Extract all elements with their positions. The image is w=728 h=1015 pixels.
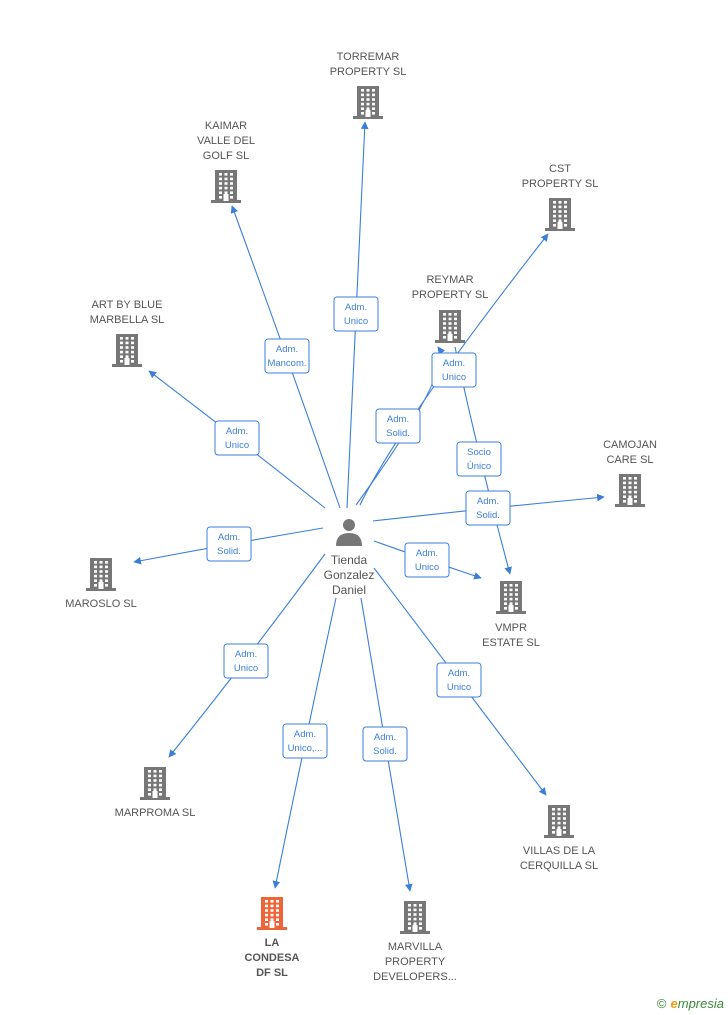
center-name-line-3: Daniel (332, 583, 366, 597)
building-icon (545, 198, 575, 231)
company-node-maroslo[interactable]: MAROSLO SL (65, 558, 137, 610)
relation-label-line: Unico (225, 440, 249, 451)
company-name-line: MARPROMA SL (115, 807, 196, 819)
relation-label-vmpr[interactable]: Adm. Unico (404, 542, 450, 578)
building-icon (544, 805, 574, 838)
brand-name: mpresia (677, 996, 724, 1011)
relation-label-lacondesa[interactable]: Adm. Unico,... (282, 723, 328, 759)
relation-label-line: Unico,... (288, 743, 323, 754)
relation-label-line: Socio (467, 447, 491, 458)
relation-label-line: Mancom. (267, 358, 306, 369)
company-node-marproma[interactable]: MARPROMA SL (115, 767, 196, 819)
relation-label-line: Adm. (387, 414, 409, 425)
relation-label-line: Unico (447, 682, 471, 693)
relation-label-line: Unico (415, 562, 439, 573)
relation-label-kaimar[interactable]: Adm. Mancom. (264, 338, 310, 374)
relation-label-villas[interactable]: Adm. Unico (436, 662, 482, 698)
relation-label-marproma[interactable]: Adm. Unico (223, 643, 269, 679)
relation-label-line: Unico (234, 663, 258, 674)
company-node-villas[interactable]: VILLAS DE LA CERQUILLA SL (520, 805, 598, 872)
brand-initial: e (670, 996, 678, 1011)
relation-label-maroslo[interactable]: Adm. Solid. (206, 526, 252, 562)
relation-label-torremar[interactable]: Adm. Unico (333, 296, 379, 332)
company-name-line: PROPERTY SL (412, 289, 489, 301)
relation-label-line: Solid. (386, 428, 410, 439)
company-name-line: CST (549, 163, 571, 175)
company-name-line: LA (265, 937, 280, 949)
company-name-line: CERQUILLA SL (520, 860, 598, 872)
company-name-line: ESTATE SL (482, 637, 540, 649)
brand-footer: ©empresia (657, 996, 724, 1011)
relation-label-camojan[interactable]: Adm. Solid. (465, 490, 511, 526)
building-icon (496, 581, 526, 614)
center-name-line-2: Gonzalez (324, 568, 375, 582)
company-name-line: PROPERTY SL (330, 66, 407, 78)
relation-label-line: Adm. (477, 496, 499, 507)
relation-label-line: Adm. (294, 729, 316, 740)
relation-label-line: Adm. (345, 302, 367, 313)
building-icon (211, 170, 241, 203)
company-name-line: VMPR (495, 622, 527, 634)
company-name-line: DF SL (256, 967, 288, 979)
relation-label-line: Unico (442, 372, 466, 383)
relation-label-line: Adm. (235, 649, 257, 660)
building-icon (615, 474, 645, 507)
company-name-line: ART BY BLUE (92, 299, 163, 311)
company-name-line: PROPERTY SL (522, 178, 599, 190)
company-name-line: DEVELOPERS... (373, 971, 457, 983)
company-name-line: CONDESA (244, 952, 299, 964)
relation-label-marvilla[interactable]: Adm. Solid. (362, 726, 408, 762)
company-name-line: TORREMAR (337, 51, 400, 63)
building-icon (400, 901, 430, 934)
relation-label-line: Adm. (416, 548, 438, 559)
building-icon (435, 310, 465, 343)
relation-label-cst[interactable]: Adm. Solid. (375, 408, 421, 444)
building-icon (353, 86, 383, 119)
relation-label-line: Adm. (448, 668, 470, 679)
center-person-node[interactable]: Tienda Gonzalez Daniel (324, 519, 375, 597)
person-icon (336, 519, 362, 546)
company-name-line: MARVILLA (388, 941, 443, 953)
relation-label-line: Adm. (276, 344, 298, 355)
company-node-cst[interactable]: CST PROPERTY SL (522, 163, 599, 231)
building-icon (140, 767, 170, 800)
company-node-marvilla[interactable]: MARVILLA PROPERTY DEVELOPERS... (373, 901, 457, 983)
relation-label-line: Solid. (476, 510, 500, 521)
building-icon (112, 334, 142, 367)
company-name-line: GOLF SL (203, 150, 249, 162)
company-name-line: MARBELLA SL (90, 314, 165, 326)
relation-label-line: Adm. (374, 732, 396, 743)
building-icon (86, 558, 116, 591)
company-name-line: VILLAS DE LA (523, 845, 596, 857)
company-node-artbyblue[interactable]: ART BY BLUE MARBELLA SL (90, 299, 165, 367)
relation-label-line: Adm. (226, 426, 248, 437)
building-icon (257, 897, 287, 930)
relation-label-line: Adm. (443, 358, 465, 369)
company-node-camojan[interactable]: CAMOJAN CARE SL (603, 439, 657, 507)
company-node-lacondesa[interactable]: LA CONDESA DF SL (244, 897, 300, 979)
company-name-line: PROPERTY (385, 956, 446, 968)
company-name-line: KAIMAR (205, 120, 247, 132)
copyright-symbol: © (656, 996, 667, 1011)
company-name-line: CAMOJAN (603, 439, 657, 451)
center-name-line-1: Tienda (331, 553, 368, 567)
company-name-line: CARE SL (606, 454, 653, 466)
relation-label-line: Único (467, 461, 491, 472)
relation-label-line: Unico (344, 316, 368, 327)
relation-label-artbyblue[interactable]: Adm. Unico (214, 420, 260, 456)
company-node-vmpr[interactable]: VMPR ESTATE SL (482, 581, 540, 649)
relation-label-line: Solid. (373, 746, 397, 757)
company-node-kaimar[interactable]: KAIMAR VALLE DEL GOLF SL (197, 120, 255, 203)
relation-label-line: Adm. (218, 532, 240, 543)
company-node-torremar[interactable]: TORREMAR PROPERTY SL (330, 51, 407, 119)
relation-label-line: Solid. (217, 546, 241, 557)
company-name-line: MAROSLO SL (65, 598, 137, 610)
relation-label-reymar[interactable]: Adm. Unico (431, 352, 477, 388)
company-name-line: VALLE DEL (197, 135, 255, 147)
company-node-reymar[interactable]: REYMAR PROPERTY SL (412, 274, 489, 343)
company-name-line: REYMAR (426, 274, 473, 286)
